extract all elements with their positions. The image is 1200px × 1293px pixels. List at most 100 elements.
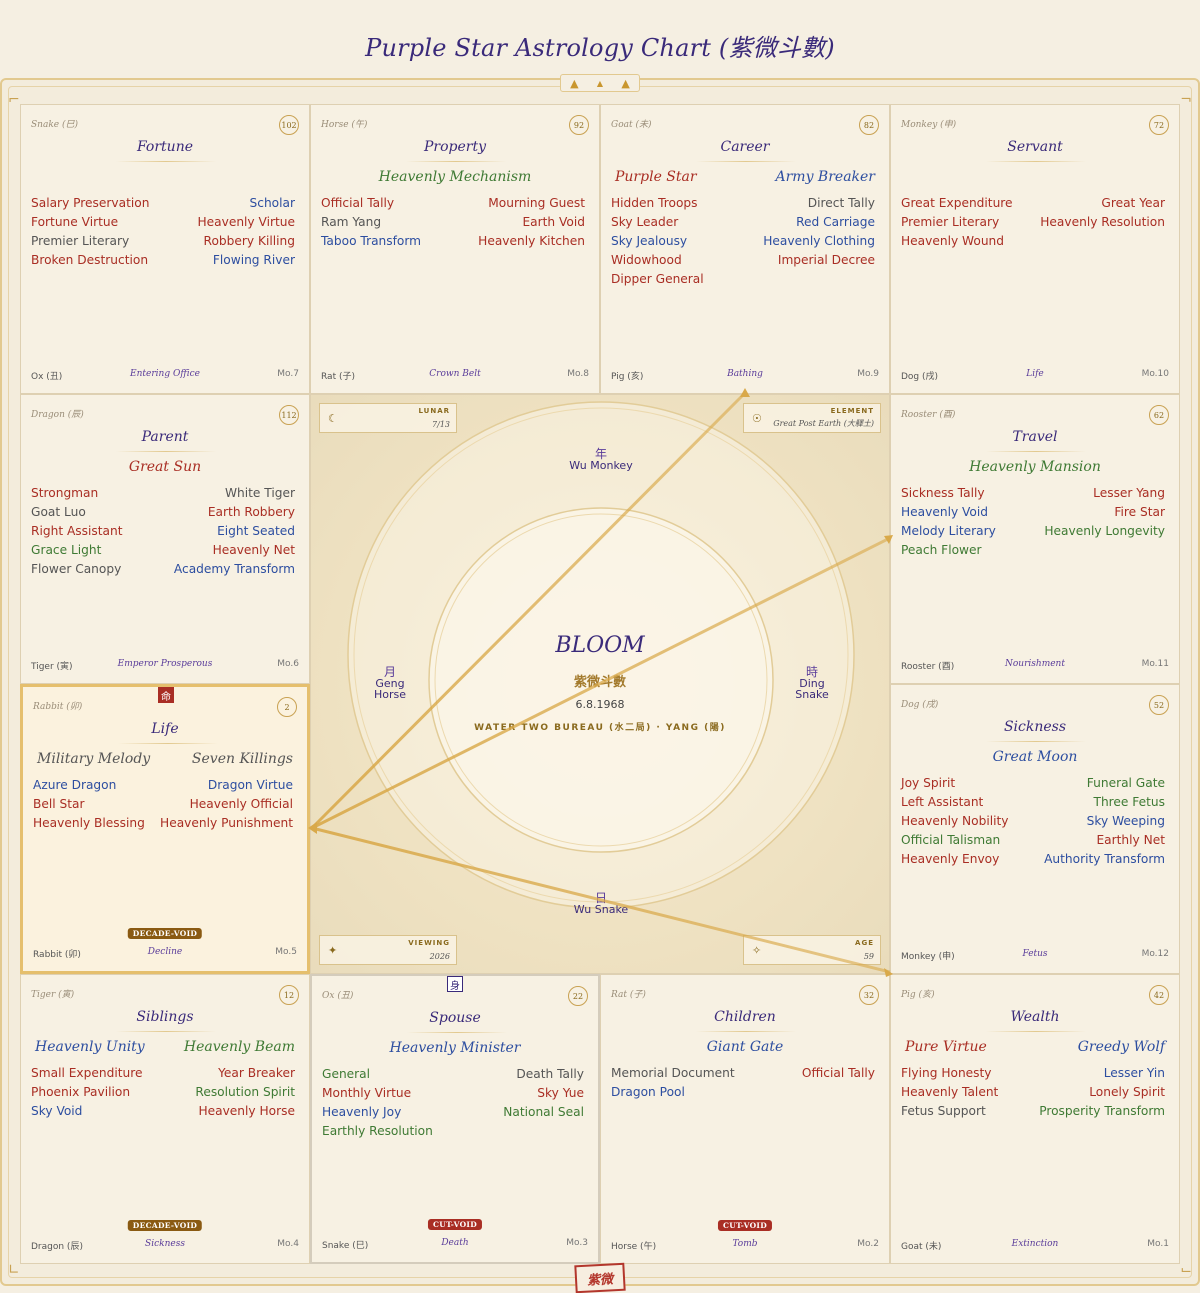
center-title: BLOOM: [555, 633, 645, 658]
minor-star: Broken Destruction: [31, 253, 149, 267]
major-stars: Heavenly Mechanism: [325, 169, 585, 189]
minor-star: Monthly Virtue: [322, 1086, 412, 1100]
palace-branch: Horse (午): [611, 1242, 657, 1252]
minor-star: Heavenly Wound: [901, 234, 1005, 248]
divider: [116, 161, 216, 162]
palace-stem: Dog (戌): [901, 700, 939, 710]
minor-star: Heavenly Resolution: [1040, 215, 1165, 229]
minor-star: Lesser Yang: [1093, 486, 1165, 500]
minor-star: Year Breaker: [218, 1066, 295, 1080]
element-box: ☉ ELEMENT Great Post Earth (大驛土): [743, 403, 881, 433]
major-star: Pure Virtue: [905, 1039, 987, 1055]
palace-stage: Crown Belt: [429, 369, 481, 379]
palace-branch: Rabbit (卯): [33, 950, 81, 960]
minor-star: Fortune Virtue: [31, 215, 119, 229]
lunar-box: ☾ LUNAR 7/13: [319, 403, 457, 433]
minor-star: Premier Literary: [901, 215, 1000, 229]
palace-number: 22: [568, 986, 588, 1006]
minor-star: [1035, 233, 1165, 250]
palace-month: Mo.7: [277, 369, 299, 379]
palace-stage: Bathing: [727, 369, 763, 379]
minor-star: Strongman: [31, 486, 99, 500]
palace-branch: Snake (巳): [322, 1241, 369, 1251]
birth-date: 6.8.1968: [575, 698, 625, 711]
major-star: Heavenly Unity: [35, 1039, 145, 1055]
minor-star: Official Tally: [321, 196, 395, 210]
palace-name: Servant: [1007, 139, 1063, 155]
seal-stamp: 紫微: [574, 1262, 626, 1293]
minor-star: Flower Canopy: [31, 562, 122, 576]
palace-footer: Snake (巳) Death Mo.3: [322, 1238, 588, 1252]
day-pillar: 日 Wu Snake: [551, 892, 651, 915]
void-badge: CUT-VOID: [427, 1219, 483, 1230]
palace-stage: Sickness: [145, 1239, 185, 1249]
palace-number: 52: [1149, 695, 1169, 715]
minor-star: Sickness Tally: [901, 486, 985, 500]
element-label: ELEMENT: [830, 407, 874, 415]
minor-star: Death Tally: [516, 1067, 584, 1081]
corner-ornament-icon: ∟: [8, 1262, 20, 1278]
minor-star: [455, 1123, 584, 1140]
minor-star: Heavenly Clothing: [763, 234, 875, 248]
palace-stage: Entering Office: [130, 369, 200, 379]
palace-seal-icon: 身: [447, 976, 463, 992]
bureau-label: WATER TWO BUREAU (水二局) · YANG (陽): [474, 723, 726, 733]
minor-star: Sky Yue: [537, 1086, 584, 1100]
minor-star: Scholar: [249, 196, 295, 210]
palace-branch: Dragon (辰): [31, 1242, 83, 1252]
divider: [986, 161, 1086, 162]
minor-star: Direct Tally: [807, 196, 875, 210]
minor-star: Lonely Spirit: [1089, 1085, 1165, 1099]
major-stars: Great Moon: [905, 749, 1165, 769]
palace-stem: Dragon (辰): [31, 410, 84, 420]
minor-star: [1035, 542, 1165, 559]
minor-star: Phoenix Pavilion: [31, 1085, 131, 1099]
palace-footer: Ox (丑) Entering Office Mo.7: [31, 369, 299, 383]
major-star: Giant Gate: [706, 1039, 784, 1055]
moon-icon: ☾: [328, 412, 338, 425]
palace-month: Mo.2: [857, 1239, 879, 1249]
palace-month: Mo.11: [1141, 659, 1169, 669]
major-star: Military Melody: [37, 751, 151, 767]
major-stars: Heavenly Minister: [326, 1040, 584, 1060]
major-star: Great Sun: [128, 459, 202, 475]
minor-star: Ram Yang: [321, 215, 382, 229]
minor-star: Fire Star: [1114, 505, 1165, 519]
divider: [116, 1031, 216, 1032]
palace-number: 2: [277, 697, 297, 717]
minor-star: Funeral Gate: [1086, 776, 1165, 790]
minor-star: Melody Literary: [901, 524, 996, 538]
corner-ornament-icon: ¬: [1180, 92, 1192, 108]
palace-number: 12: [279, 985, 299, 1005]
minor-star: Earth Void: [522, 215, 585, 229]
minor-star: Heavenly Envoy: [901, 852, 1000, 866]
age-box: ✧ AGE 59: [743, 935, 881, 965]
divider: [696, 161, 796, 162]
minor-star: Resolution Spirit: [195, 1085, 295, 1099]
palace-name: Wealth: [1010, 1009, 1060, 1025]
minor-star: Peach Flower: [901, 543, 982, 557]
sun-icon: ☉: [752, 412, 762, 425]
star-icon: ✦: [328, 944, 338, 957]
palace-number: 32: [859, 985, 879, 1005]
palace-branch: Rooster (酉): [901, 662, 955, 672]
palace-name: Siblings: [136, 1009, 194, 1025]
minor-star: Heavenly Nobility: [901, 814, 1009, 828]
